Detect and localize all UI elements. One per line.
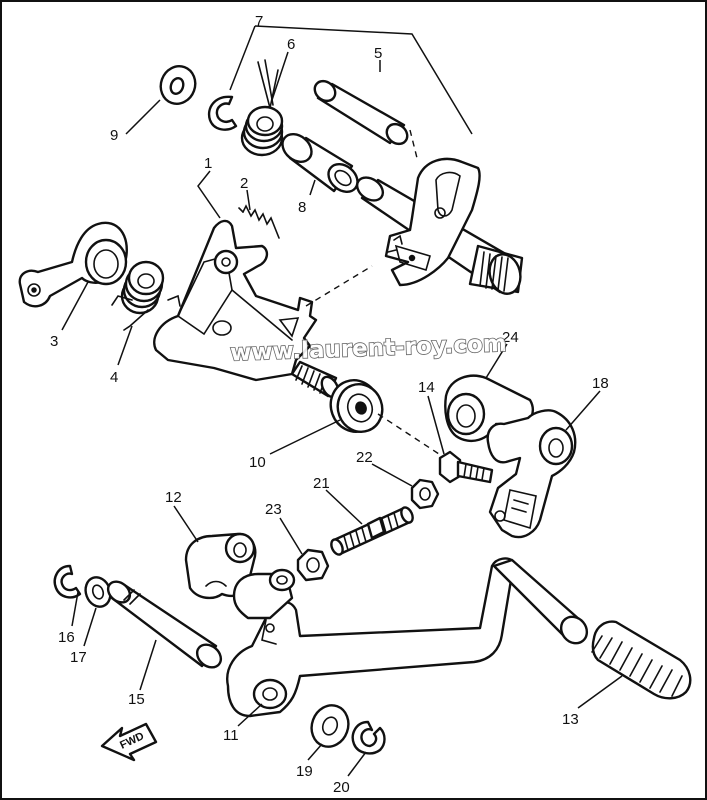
part-9-washer xyxy=(159,65,197,105)
callout-7: 7 xyxy=(255,13,263,30)
callout-22: 22 xyxy=(356,449,373,466)
part-5-shift-shaft xyxy=(355,157,524,295)
callout-17: 17 xyxy=(70,649,87,666)
callout-23: 23 xyxy=(265,501,282,518)
part-3-arm xyxy=(18,221,128,308)
part-2-spring xyxy=(238,204,280,239)
alignment-lines xyxy=(305,129,443,457)
callout-24: 24 xyxy=(502,329,519,346)
part-10-bearing xyxy=(329,379,384,433)
part-18-lever xyxy=(486,409,577,539)
callout-2: 2 xyxy=(240,175,248,192)
callout-20: 20 xyxy=(333,779,350,796)
part-19-washer xyxy=(310,704,350,748)
callout-1: 1 xyxy=(204,155,212,172)
callout-21: 21 xyxy=(313,475,330,492)
part-22-nut xyxy=(410,478,440,510)
callout-18: 18 xyxy=(592,375,609,392)
callout-9: 9 xyxy=(110,127,118,144)
callout-13: 13 xyxy=(562,711,579,728)
part-16-circlip xyxy=(53,564,82,599)
callout-10: 10 xyxy=(249,454,266,471)
callout-5: 5 xyxy=(374,45,382,62)
part-1-shift-arm xyxy=(153,219,340,399)
callout-12: 12 xyxy=(165,489,182,506)
part-5-pin xyxy=(313,79,409,146)
fwd-arrow: FWD xyxy=(100,722,158,762)
leader-lines xyxy=(61,25,623,777)
part-23-nut xyxy=(296,548,330,582)
callout-6: 6 xyxy=(287,36,295,53)
callout-labels: 1 2 3 4 5 6 7 8 9 10 11 12 13 14 15 16 1… xyxy=(50,13,609,796)
part-6-torsion-spring xyxy=(240,59,284,157)
callout-16: 16 xyxy=(58,629,75,646)
part-20-circlip xyxy=(351,720,386,755)
part-13-foot-rubber xyxy=(591,620,692,700)
callout-4: 4 xyxy=(110,369,118,386)
part-15-pivot-shaft xyxy=(106,580,223,669)
callout-8: 8 xyxy=(298,199,306,216)
callout-3: 3 xyxy=(50,333,58,350)
callout-19: 19 xyxy=(296,763,313,780)
part-21-stud xyxy=(330,506,414,556)
part-11-pedal xyxy=(226,557,589,718)
callout-14: 14 xyxy=(418,379,435,396)
part-4-return-spring xyxy=(111,260,165,331)
callout-11: 11 xyxy=(223,727,239,744)
callout-15: 15 xyxy=(128,691,145,708)
part-14-bolt xyxy=(438,450,494,484)
part-8-collar xyxy=(281,133,359,193)
part-7-circlip xyxy=(207,95,238,131)
